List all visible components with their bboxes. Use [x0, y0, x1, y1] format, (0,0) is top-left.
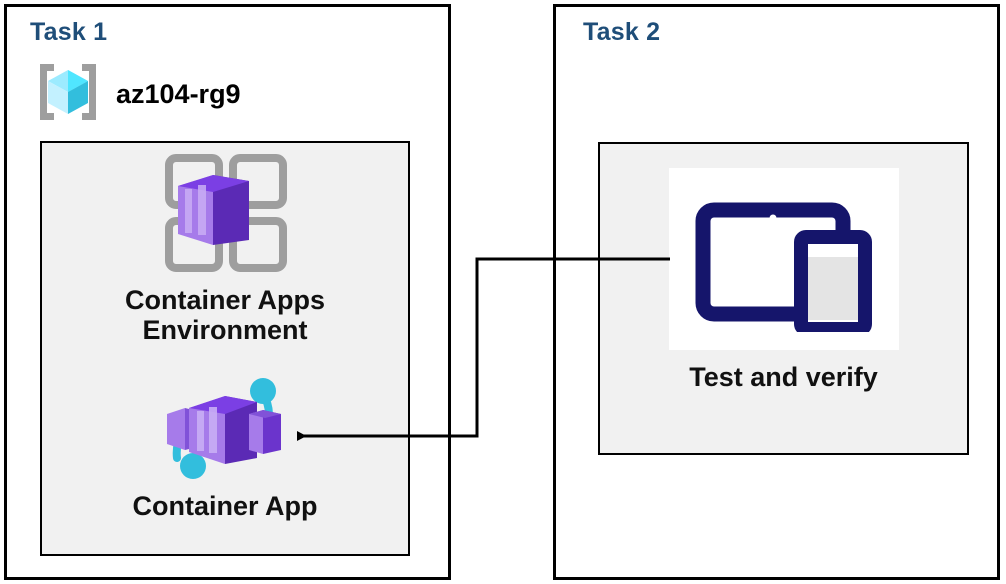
resource-group-icon	[34, 60, 102, 129]
container-app-icon	[145, 370, 305, 487]
resource-group-row: az104-rg9	[34, 60, 241, 129]
devices-test-icon	[689, 182, 879, 337]
node-label-container-app: Container App	[132, 491, 318, 521]
task-1-label: Task 1	[30, 18, 108, 46]
resource-group-name: az104-rg9	[116, 79, 241, 109]
test-icon-plate	[668, 168, 899, 350]
node-test-and-verify: Test and verify	[598, 168, 969, 392]
task-2-label: Task 2	[583, 18, 661, 46]
node-container-app: Container App	[40, 370, 410, 521]
container-apps-environment-icon	[145, 152, 305, 279]
node-label-test-and-verify: Test and verify	[689, 362, 878, 392]
node-label-container-apps-environment: Container Apps Environment	[124, 285, 325, 346]
node-container-apps-environment: Container Apps Environment	[40, 152, 410, 345]
